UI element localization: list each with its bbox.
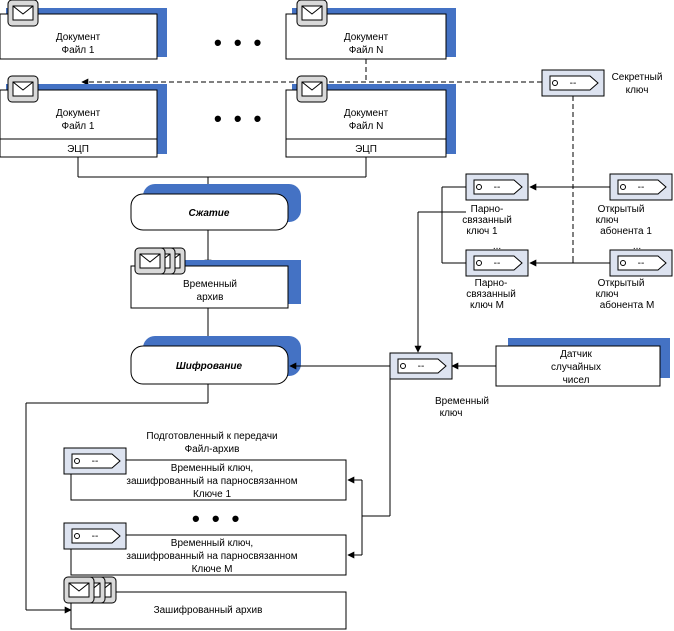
secret-key-tag: -- [541, 69, 605, 97]
encrypt-process: Шифрование [130, 336, 301, 385]
temp-key-tag: -- [389, 352, 453, 380]
svg-text:--: -- [570, 78, 577, 89]
doc1-top-file: Файл 1 [62, 45, 95, 56]
secret-key-label-1: Секретный [612, 72, 663, 83]
temp-archive-label-1: Временный [183, 279, 237, 290]
open-key-M-a: Открытый [598, 278, 645, 289]
rng-label-2: случайных [551, 362, 601, 373]
docN-top-file: Файл N [349, 45, 384, 56]
enc-keys-ellipsis: • • • [192, 506, 242, 531]
envelope-icon [296, 75, 328, 103]
open-key-1-a: Открытый [598, 204, 645, 215]
docN-top-box: Документ Файл N [285, 0, 456, 60]
compress-label: Сжатие [189, 208, 230, 219]
paired-key-1-tag: -- [465, 173, 529, 201]
envelope-icon [134, 247, 166, 275]
svg-text:--: -- [638, 182, 645, 193]
prepared-label-2: Файл-архив [185, 444, 240, 455]
docN-top-title: Документ [344, 32, 389, 43]
enc-archive-label: Зашифрованный архив [154, 604, 263, 616]
svg-text:--: -- [638, 258, 645, 269]
open-key-M-b: ключ [596, 289, 619, 300]
envelope-icon [7, 75, 39, 103]
docN-signed-box: Документ Файл N ЭЦП [285, 75, 456, 158]
temp-archive-box: Временный архив [130, 247, 301, 309]
docN-signed-title: Документ [344, 108, 389, 119]
enc-key-1-box: Временный ключ, зашифрованный на парносв… [63, 447, 347, 501]
open-key-1-c: абонента 1 [600, 225, 652, 237]
temp-key-label-1: Временный [435, 396, 489, 407]
rng-label-1: Датчик [560, 349, 592, 360]
doc1-top-box: Документ Файл 1 [0, 0, 167, 60]
encrypt-label: Шифрование [176, 360, 243, 372]
open-key-1-b: ключ [596, 215, 619, 226]
paired-key-1-a: Парно- [471, 204, 504, 215]
open-key-M-c: абонента M [600, 299, 655, 311]
open-key-M-tag: -- [609, 249, 673, 277]
svg-text:--: -- [494, 182, 501, 193]
enc-key-1-line1: Временный ключ, [171, 463, 253, 474]
svg-text:--: -- [92, 456, 99, 467]
docs-ellipsis-signed: • • • [214, 106, 264, 131]
prepared-label-1: Подготовленный к передачи [146, 431, 277, 442]
svg-text:--: -- [494, 258, 501, 269]
rng-label-3: чисел [563, 375, 590, 386]
enc-key-M-line3: Ключе M [192, 564, 233, 575]
temp-key-label-2: ключ [440, 408, 463, 419]
enc-key-M-line1: Временный ключ, [171, 538, 253, 549]
doc1-top-title: Документ [56, 32, 101, 43]
enc-key-M-box: Временный ключ, зашифрованный на парносв… [63, 522, 347, 576]
doc1-ecp: ЭЦП [67, 144, 89, 155]
compress-process: Сжатие [130, 184, 301, 231]
enc-key-1-line3: Ключе 1 [193, 489, 231, 500]
doc1-signed-title: Документ [56, 108, 101, 119]
svg-text:--: -- [418, 361, 425, 372]
docs-ellipsis-top: • • • [214, 30, 264, 55]
temp-archive-label-2: архив [197, 292, 224, 303]
open-dots: ... [633, 241, 641, 252]
doc1-signed-file: Файл 1 [62, 121, 95, 132]
enc-key-M-line2: зашифрованный на парносвязанном [126, 550, 297, 562]
paired-key-M-a: Парно- [475, 278, 508, 289]
paired-key-M-b: связанный [466, 289, 516, 300]
envelope-icon [296, 0, 328, 27]
paired-key-1-b: связанный [462, 215, 512, 226]
svg-text:--: -- [92, 531, 99, 542]
secret-key-label-2: ключ [626, 85, 649, 96]
paired-key-M-tag: -- [465, 249, 529, 277]
enc-archive-box: Зашифрованный архив [63, 576, 347, 630]
docN-ecp: ЭЦП [355, 144, 377, 155]
doc1-signed-box: Документ Файл 1 ЭЦП [0, 75, 167, 158]
paired-dots: ... [493, 241, 501, 252]
envelope-icon [7, 0, 39, 27]
envelope-icon [63, 576, 95, 604]
paired-key-M-c: ключ M [470, 300, 504, 311]
docN-signed-file: Файл N [349, 121, 384, 132]
open-key-1-tag: -- [609, 173, 673, 201]
enc-key-1-line2: зашифрованный на парносвязанном [126, 475, 297, 487]
paired-key-1-c: ключ 1 [466, 226, 498, 237]
rng-box: Датчик случайных чисел [495, 338, 670, 387]
